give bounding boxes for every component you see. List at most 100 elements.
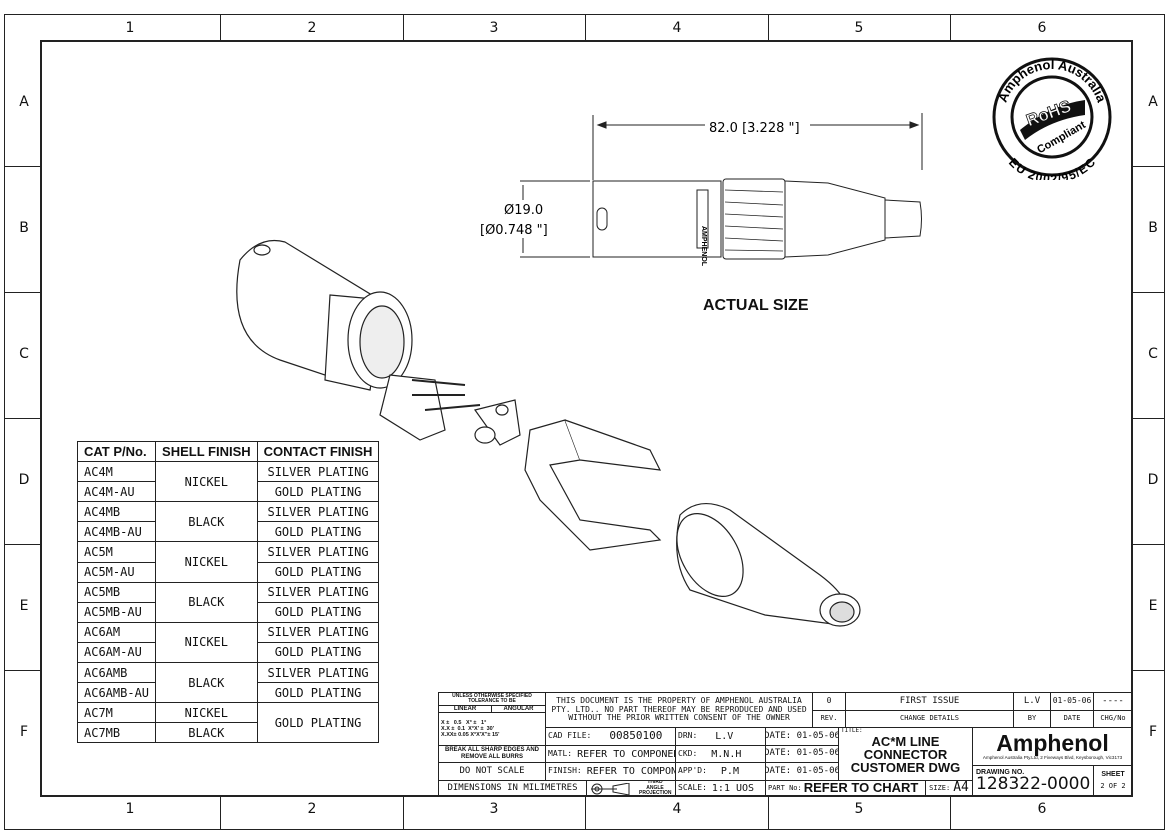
zone-column-label: 6 [1037,801,1047,817]
exploded-view-drawing [236,239,861,627]
finish-field: FINISH:REFER TO COMPONENT [545,762,676,781]
zone-divider [220,14,221,40]
contact-finish: SILVER PLATING [256,501,380,523]
body-marking: AMPHENOL [700,226,707,267]
zone-divider [768,14,769,40]
rev-header: REV. [812,710,846,728]
zone-divider [1133,292,1165,293]
zone-row-label: A [1148,94,1158,110]
part-number: AC5MB-AU [76,601,157,623]
zone-column-label: 4 [672,20,682,36]
property-notice: THIS DOCUMENT IS THE PROPERTY OF AMPHENO… [545,692,813,728]
zone-column-label: 5 [854,20,864,36]
part-number: AC4M [76,461,157,483]
cad-file-field: CAD FILE:00850100 [545,727,676,746]
zone-column-label: 1 [125,20,135,36]
contact-finish: GOLD PLATING [256,641,380,664]
zone-divider [4,418,40,419]
contact-finish: GOLD PLATING [256,702,380,744]
title-field: TITLE: AC*M LINE CONNECTOR CUSTOMER DWG [838,727,973,781]
change-details-header: CHANGE DETAILS [845,710,1014,728]
change-details: FIRST ISSUE [845,692,1014,711]
part-number: AC4MB-AU [76,521,157,543]
revised-by: L.V [1013,692,1051,711]
do-not-scale-note: DO NOT SCALE [438,762,546,781]
shell-finish: NICKEL [155,541,258,583]
part-number: AC7M [76,702,157,724]
zone-row-label: F [1148,724,1158,740]
part-number: AC5M [76,541,157,563]
checked-by-field: CKD:M.N.H [675,745,766,763]
part-number: AC7MB [76,722,157,744]
zone-column-label: 6 [1037,20,1047,36]
date-header: DATE [1050,710,1094,728]
table-header: CONTACT FINISH [256,440,380,463]
zone-divider [403,14,404,40]
zone-row-label: E [19,598,29,614]
amphenol-logo: Amphenol [996,730,1109,757]
date-approved: DATE: 01-05-06 [765,762,839,781]
change-number: ---- [1093,692,1133,711]
zone-divider [1133,670,1165,671]
company-address: Amphenol Australia Pty.Ltd, 2 Fiveways B… [982,755,1123,761]
length-dimension: 82.0 [3.228 "] [709,121,800,136]
material-field: MATL:REFER TO COMPONENT [545,745,676,763]
table-row: AC6AMB-AU GOLD PLATING [76,682,380,704]
break-edges-note: BREAK ALL SHARP EDGES AND REMOVE ALL BUR… [438,745,546,763]
projection-symbol-icon [591,782,630,795]
part-number: AC5M-AU [76,561,157,583]
contact-finish: SILVER PLATING [256,621,380,643]
side-view-drawing: AMPHENOL 82.0 [3.228 "] Ø19.0 [Ø0.748 "] [480,113,923,267]
zone-row-label: C [1148,346,1158,362]
part-number: AC6AM [76,621,157,643]
contact-finish: SILVER PLATING [256,662,380,684]
zone-divider [950,797,951,830]
zone-column-label: 5 [854,801,864,817]
contact-finish: SILVER PLATING [256,541,380,563]
approved-by-field: APP'D:P.M [675,762,766,781]
zone-divider [585,797,586,830]
zone-column-label: 2 [307,20,317,36]
actual-size-label: ACTUAL SIZE [703,297,809,314]
zone-divider [1133,166,1165,167]
table-row: AC6AM-AU GOLD PLATING [76,641,380,664]
tolerance-header: UNLESS OTHERWISE SPECIFIED TOLERANCE TO … [438,692,546,706]
shell-finish: BLACK [155,662,258,704]
part-number-field: PART No:REFER TO CHART [765,780,926,797]
shell-finish: BLACK [155,501,258,543]
part-number: AC4MB [76,501,157,523]
zone-divider [4,166,40,167]
part-number: AC6AM-AU [76,641,157,664]
zone-divider [4,544,40,545]
zone-row-label: B [1148,220,1158,236]
dimensions-unit-note: DIMENSIONS IN MILIMETRES [438,780,587,797]
table-header: CAT P/No. [76,440,157,463]
shell-finish: BLACK [155,581,258,623]
part-number: AC6AMB-AU [76,682,157,704]
revision-number: 0 [812,692,846,711]
company-block: Amphenol Amphenol Australia Pty.Ltd, 2 F… [972,727,1133,766]
date-checked: DATE: 01-05-06 [765,745,839,763]
contact-finish: GOLD PLATING [256,682,380,704]
zone-divider [585,14,586,40]
shell-finish: BLACK [155,722,258,744]
zone-divider [950,14,951,40]
zone-divider [768,797,769,830]
shell-finish: NICKEL [155,621,258,664]
drawn-by-field: DRN:L.V [675,727,766,746]
zone-column-label: 2 [307,801,317,817]
shell-finish: NICKEL [155,461,258,503]
zone-row-label: D [1147,472,1159,488]
